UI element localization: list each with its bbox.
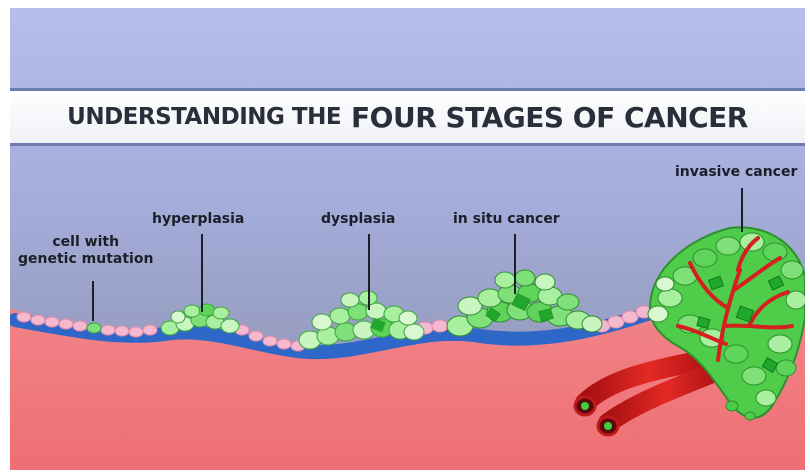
title-emphasis: FOUR STAGES OF CANCER [351,101,748,134]
label-mutation-line1: cell with [18,234,153,251]
illustration: UNDERSTANDING THE FOUR STAGES OF CANCER … [10,8,805,470]
label-mutation: cell with genetic mutation [18,234,153,268]
title-banner: UNDERSTANDING THE FOUR STAGES OF CANCER [10,88,805,146]
title-prefix: UNDERSTANDING THE [67,104,341,130]
label-mutation-line2: genetic mutation [18,251,153,268]
label-dysplasia: dysplasia [321,211,395,228]
label-invasive: invasive cancer [675,164,797,181]
pointer-dysplasia [368,234,370,310]
pointer-hyperplasia [201,234,203,312]
mutated-cell [87,323,101,333]
pointer-invasive [741,188,743,232]
pointer-in-situ [514,234,516,294]
pointer-mutation [92,281,94,321]
label-in-situ: in situ cancer [453,211,560,228]
label-hyperplasia: hyperplasia [152,211,244,228]
